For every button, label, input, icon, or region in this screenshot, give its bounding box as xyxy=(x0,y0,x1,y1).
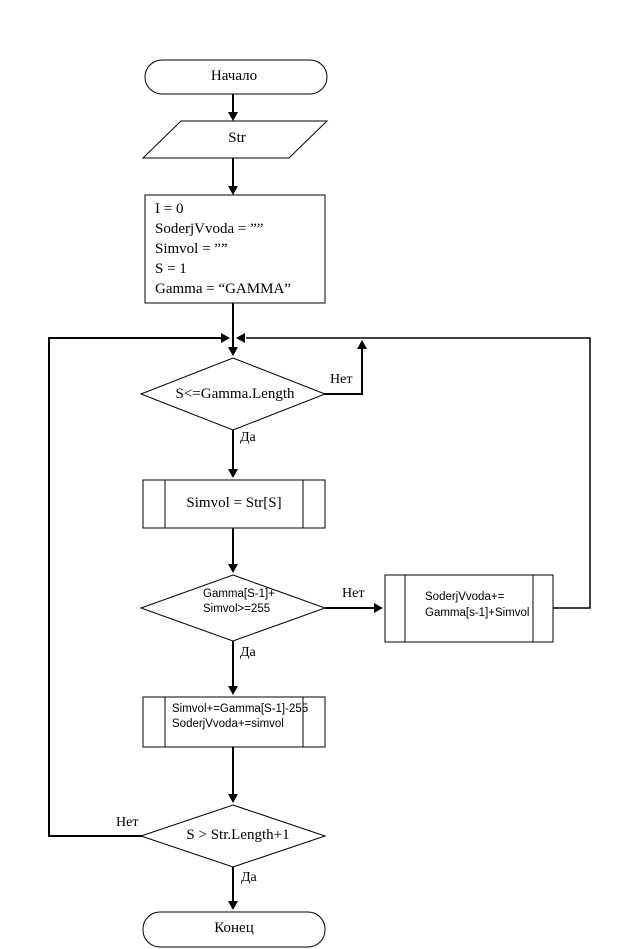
decision2-yes-label: Да xyxy=(240,645,256,660)
end-label: Конец xyxy=(214,920,254,936)
end-terminator-shape xyxy=(142,911,326,948)
arrowhead-sub1 xyxy=(228,469,238,478)
start-terminator-shape xyxy=(144,59,328,95)
init-line-5: Gamma = “GAMMA” xyxy=(155,281,291,297)
arrowhead-decision1-no-up xyxy=(357,340,367,349)
node-shapes xyxy=(139,59,554,948)
arrowhead-decision1 xyxy=(228,347,238,356)
edge-sub2-return-loop xyxy=(246,337,591,609)
edge-main-flow xyxy=(48,94,375,902)
arrowhead-sub3 xyxy=(228,686,238,695)
decision3-label: S > Str.Length+1 xyxy=(186,827,290,843)
arrowhead-decision2 xyxy=(228,564,238,573)
arrowhead-right-loop-join xyxy=(236,333,245,343)
arrowhead-init xyxy=(228,186,238,195)
input-label: Str xyxy=(228,130,246,146)
init-process-shape xyxy=(144,194,326,304)
arrowhead-left-loop-join xyxy=(221,333,230,343)
arrowhead-end xyxy=(228,901,238,910)
decision1-yes-label: Да xyxy=(240,430,256,445)
init-line-4: S = 1 xyxy=(155,261,187,277)
init-line-2: SoderjVvoda = ”” xyxy=(155,221,264,237)
decision2-text: Gamma[S-1]+ Simvol>=255 xyxy=(203,588,275,618)
decision2-line-1: Gamma[S-1]+ xyxy=(203,588,275,600)
start-label: Начало xyxy=(210,68,258,84)
decision2-no-label: Нет xyxy=(342,586,365,601)
sub1-predefined-shape xyxy=(142,479,326,529)
sub3-text: Simvol+=Gamma[S-1]-255 SoderjVvoda+=simv… xyxy=(172,703,308,733)
sub2-line-1: SoderjVvoda+= xyxy=(425,591,505,603)
arrowheads xyxy=(221,112,383,910)
arrowhead-sub2-entry xyxy=(374,603,383,613)
sub3-predefined-shape xyxy=(142,696,326,748)
decision2-line-2: Simvol>=255 xyxy=(203,603,271,615)
arrowhead-input xyxy=(228,112,238,121)
sub3-line-2: SoderjVvoda+=simvol xyxy=(172,718,284,730)
edge-decision3-no-loop xyxy=(48,337,221,837)
sub3-line-1: Simvol+=Gamma[S-1]-255 xyxy=(172,703,309,715)
init-line-1: I = 0 xyxy=(155,201,184,217)
init-process-text: I = 0 SoderjVvoda = ”” Simvol = ”” S = 1… xyxy=(155,201,291,301)
edge-decision1-no-loop xyxy=(323,349,363,395)
sub2-line-2: Gamma[s-1]+Simvol xyxy=(425,607,530,619)
decision1-no-label: Нет xyxy=(330,372,353,387)
arrowhead-decision3 xyxy=(228,794,238,803)
decision2-diamond-shape xyxy=(139,574,327,642)
decision1-label: S<=Gamma.Length xyxy=(175,386,295,402)
input-parallelogram-shape xyxy=(141,120,329,159)
decision3-diamond-shape xyxy=(139,804,327,868)
decision3-yes-label: Да xyxy=(241,870,257,885)
decision1-diamond-shape xyxy=(139,357,327,431)
sub2-predefined-shape xyxy=(384,574,554,643)
sub1-label: Simvol = Str[S] xyxy=(186,495,282,511)
decision3-no-label: Нет xyxy=(116,815,139,830)
sub2-text: SoderjVvoda+= Gamma[s-1]+Simvol xyxy=(425,591,529,623)
init-line-3: Simvol = ”” xyxy=(155,241,228,257)
